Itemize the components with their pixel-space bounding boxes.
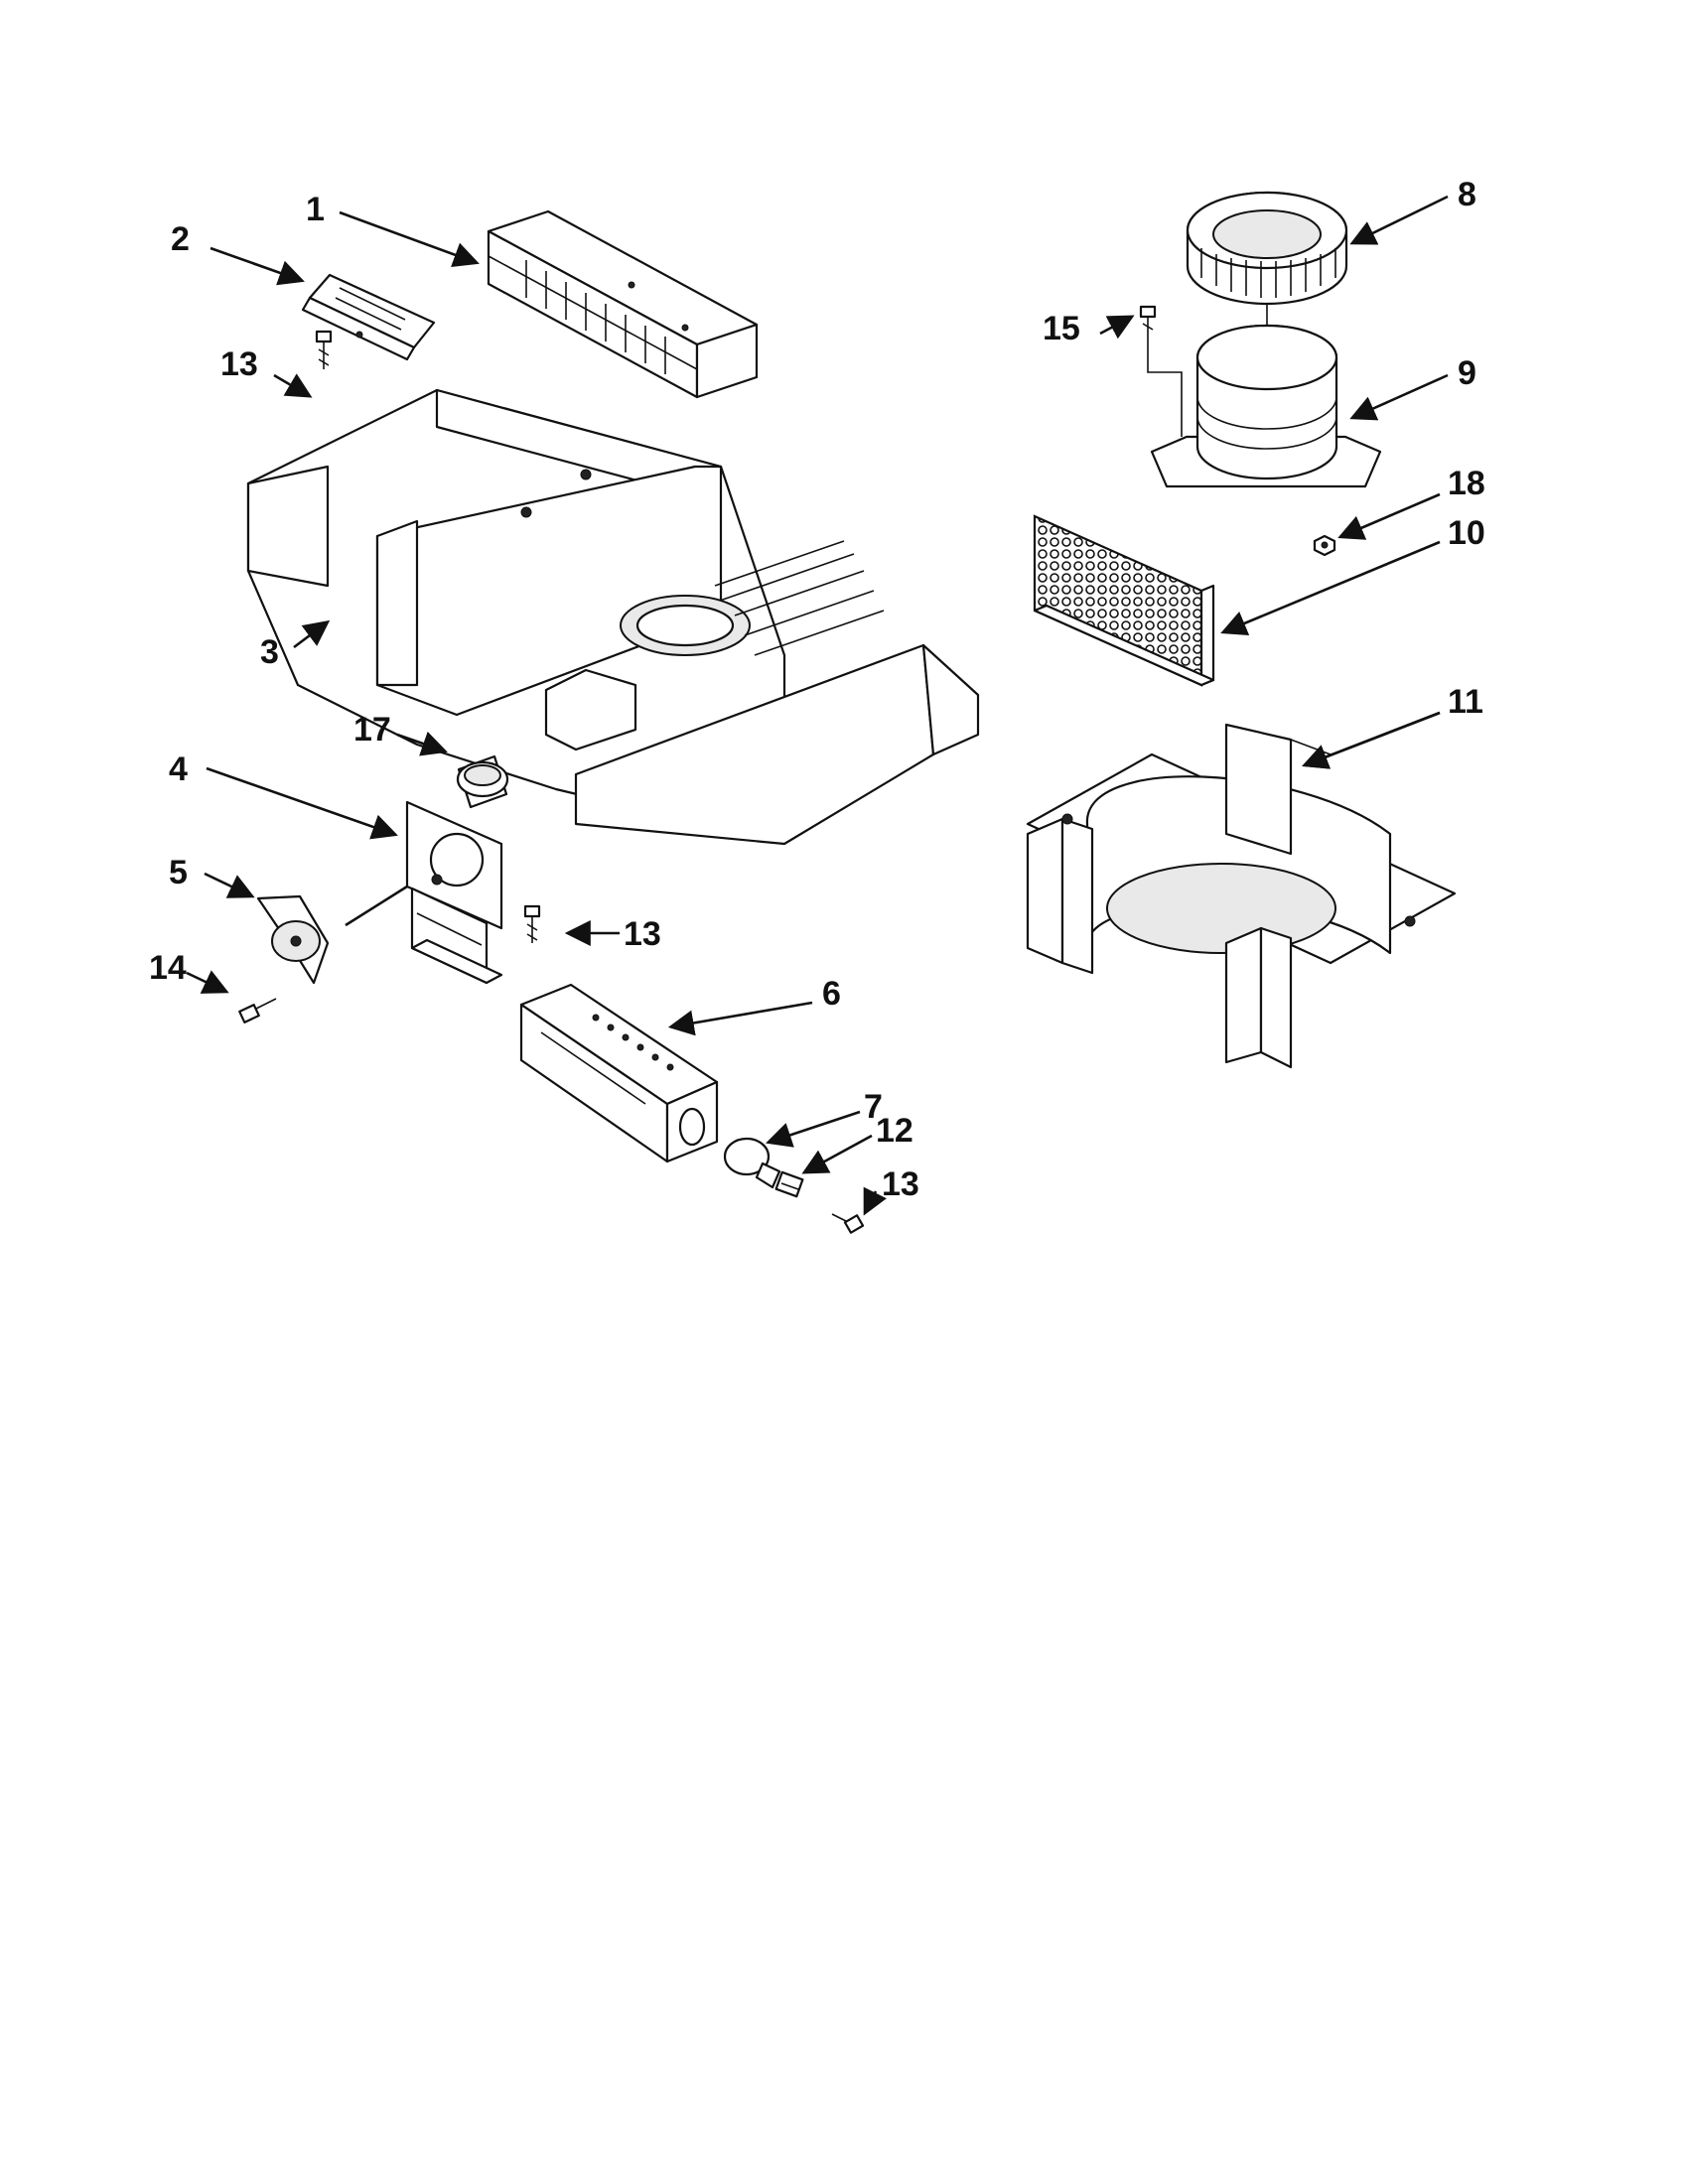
nut-18 bbox=[1313, 534, 1336, 557]
callout-3: 3 bbox=[260, 633, 279, 671]
callout-4: 4 bbox=[169, 751, 188, 788]
callout-9: 9 bbox=[1458, 354, 1476, 392]
screw-13-top bbox=[315, 330, 333, 369]
part-7-bulb bbox=[723, 1137, 781, 1189]
callout-18: 18 bbox=[1448, 465, 1485, 502]
leader-lines bbox=[186, 195, 1449, 1216]
part-12-socket bbox=[774, 1170, 804, 1198]
callout-15: 15 bbox=[1043, 310, 1080, 347]
callout-7: 7 bbox=[864, 1088, 883, 1126]
part-6-socket-box bbox=[519, 983, 719, 1163]
part-4-mounting-plate bbox=[405, 800, 503, 985]
part-9-motor bbox=[1147, 324, 1382, 488]
callout-13-middle: 13 bbox=[624, 915, 661, 953]
callout-6: 6 bbox=[822, 975, 841, 1013]
part-3-duct-housing bbox=[246, 388, 980, 846]
part-8-fan-ring bbox=[1186, 191, 1348, 306]
callout-13-top: 13 bbox=[220, 345, 258, 383]
part-1-louver-duct bbox=[487, 209, 759, 399]
callout-8: 8 bbox=[1458, 176, 1476, 213]
callout-17: 17 bbox=[353, 711, 391, 749]
screw-13-middle bbox=[523, 904, 541, 943]
callout-5: 5 bbox=[169, 854, 188, 891]
part-11-shroud bbox=[1026, 723, 1457, 1069]
part-10-grille bbox=[1033, 514, 1215, 687]
part-17-cap bbox=[456, 754, 509, 809]
callout-10: 10 bbox=[1448, 514, 1485, 552]
callout-14: 14 bbox=[149, 949, 187, 987]
callout-12: 12 bbox=[876, 1112, 913, 1150]
part-5-thermostat bbox=[256, 894, 330, 985]
callout-13-bottom: 13 bbox=[882, 1165, 919, 1203]
screw-13-bottom bbox=[831, 1213, 865, 1234]
callout-2: 2 bbox=[171, 220, 190, 258]
screw-14 bbox=[238, 998, 277, 1024]
part-2-bracket bbox=[301, 273, 436, 361]
callout-11: 11 bbox=[1448, 683, 1483, 721]
callout-1: 1 bbox=[306, 191, 325, 228]
screw-15 bbox=[1139, 305, 1157, 338]
